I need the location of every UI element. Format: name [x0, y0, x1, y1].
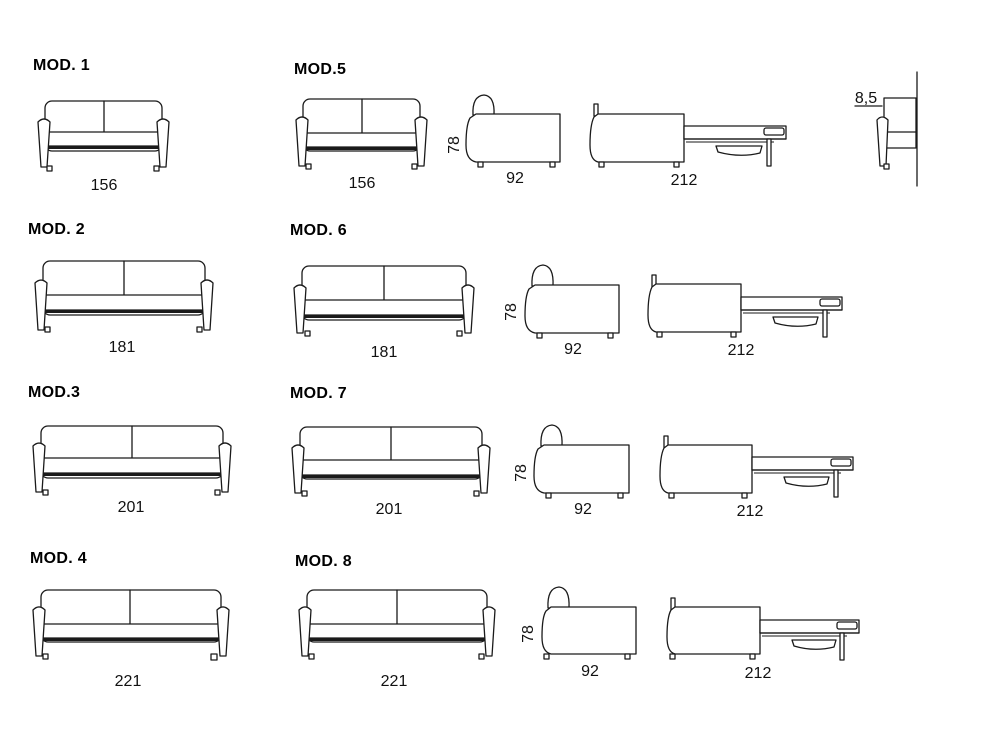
mod-2-title: MOD. 2 [28, 221, 85, 238]
mod-7-title: MOD. 7 [290, 385, 347, 402]
mod-6-front-view [293, 265, 475, 337]
mod-6-depth-label: 92 [564, 341, 582, 358]
mod-6-width-label: 181 [371, 344, 398, 361]
mod-4-title: MOD. 4 [30, 550, 87, 567]
mod-8-front-view [298, 589, 496, 660]
mod-7-front-view [291, 426, 491, 497]
mod-8-depth-label: 92 [581, 663, 599, 680]
mod-6-length-label: 212 [728, 342, 755, 359]
mod-5-height-label: 78 [446, 136, 463, 154]
mod-6-height-label: 78 [503, 303, 520, 321]
mod-1-width-label: 156 [91, 177, 118, 194]
mod-3-front-view [32, 425, 232, 496]
mod-7-height-label: 78 [513, 464, 530, 482]
mod-2-width-label: 181 [109, 339, 136, 356]
mod-8-title: MOD. 8 [295, 553, 352, 570]
detail-label: 8,5 [855, 90, 877, 107]
mod-8-length-label: 212 [745, 665, 772, 682]
mod-4-front-view [32, 589, 230, 661]
mod-5-title: MOD.5 [294, 61, 346, 78]
mod-6-side-view [524, 264, 620, 339]
mod-5-length-label: 212 [671, 172, 698, 189]
mod-7-side-view [533, 424, 630, 499]
mod-8-bed-open-view [666, 597, 860, 661]
mod-7-length-label: 212 [737, 503, 764, 520]
mod-5-bed-open-view [589, 103, 787, 168]
mod-3-width-label: 201 [118, 499, 145, 516]
mod-6-bed-open-view [647, 274, 843, 338]
mod-7-depth-label: 92 [574, 501, 592, 518]
mod-8-height-label: 78 [520, 625, 537, 643]
mod-7-bed-open-view [659, 435, 854, 499]
mod-7-width-label: 201 [376, 501, 403, 518]
mod-4-width-label: 221 [115, 673, 142, 690]
detail-partial-view [854, 71, 918, 187]
mod-8-side-view [541, 586, 637, 660]
mod-6-title: MOD. 6 [290, 222, 347, 239]
mod-8-width-label: 221 [381, 673, 408, 690]
mod-1-front-view [37, 100, 170, 172]
mod-5-width-label: 156 [349, 175, 376, 192]
mod-5-front-view [295, 98, 428, 170]
mod-5-depth-label: 92 [506, 170, 524, 187]
mod-5-side-view [465, 94, 561, 168]
mod-3-title: MOD.3 [28, 384, 80, 401]
mod-1-title: MOD. 1 [33, 57, 90, 74]
mod-2-front-view [34, 260, 214, 333]
